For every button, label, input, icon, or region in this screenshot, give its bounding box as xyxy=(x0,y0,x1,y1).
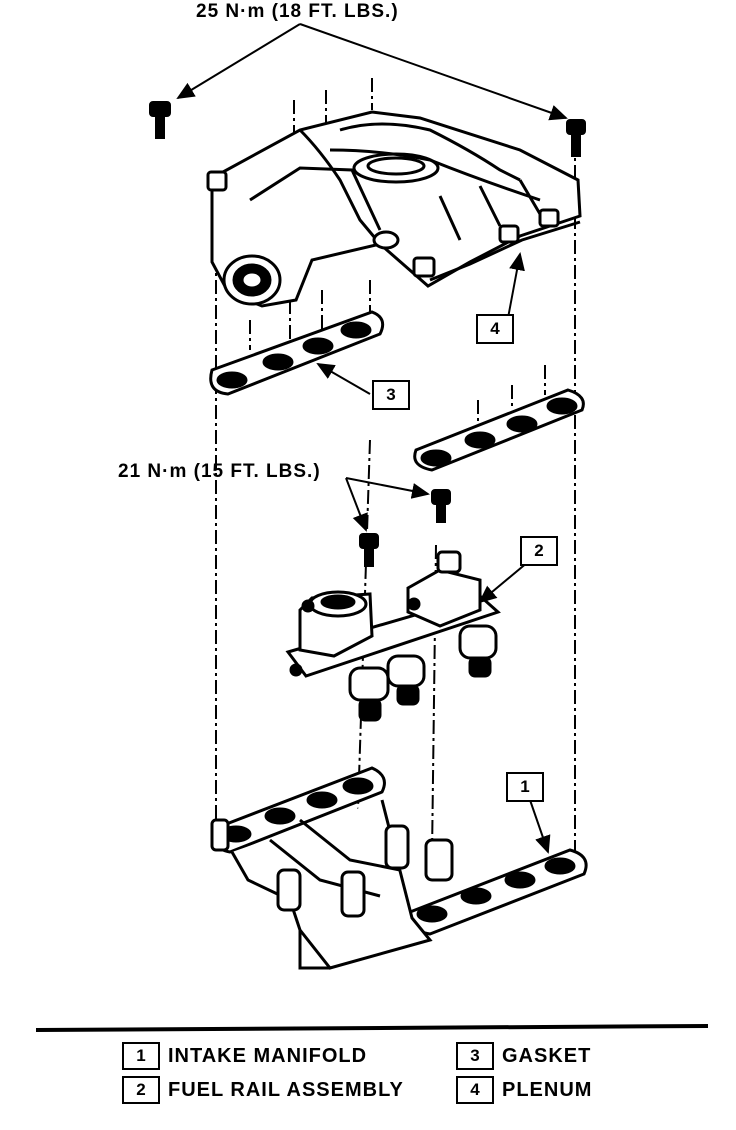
intake-manifold-drawing xyxy=(210,766,588,970)
torque-label-middle: 21 N·m (15 FT. LBS.) xyxy=(118,461,321,482)
top-bolts xyxy=(149,101,586,157)
fuel-rail-bolts xyxy=(359,489,451,567)
legend-number: 4 xyxy=(456,1076,494,1104)
fuel-injectors xyxy=(348,624,498,722)
legend-label: GASKET xyxy=(502,1044,592,1067)
plenum-drawing xyxy=(206,110,582,308)
torque-arrows-middle xyxy=(345,477,430,532)
legend-item: 4 PLENUM xyxy=(456,1076,592,1104)
torque-arrows-top xyxy=(176,23,568,121)
legend-label: PLENUM xyxy=(502,1078,593,1101)
gasket-left xyxy=(209,310,385,396)
legend-item: 3 GASKET xyxy=(456,1042,591,1070)
legend-rule xyxy=(35,1024,709,1032)
callout-leaders xyxy=(316,252,551,854)
callout-1: 1 xyxy=(506,772,544,802)
legend-item: 1 INTAKE MANIFOLD xyxy=(122,1042,367,1070)
gasket-right xyxy=(413,388,585,472)
callout-3: 3 xyxy=(372,380,410,410)
legend-item: 2 FUEL RAIL ASSEMBLY xyxy=(122,1076,404,1104)
legend-number: 1 xyxy=(122,1042,160,1070)
callout-2: 2 xyxy=(520,536,558,566)
legend-label: FUEL RAIL ASSEMBLY xyxy=(168,1078,404,1101)
torque-label-top: 25 N·m (18 FT. LBS.) xyxy=(196,1,399,22)
legend-label: INTAKE MANIFOLD xyxy=(168,1044,368,1067)
callout-4: 4 xyxy=(476,314,514,344)
fuel-rail-drawing xyxy=(285,550,501,722)
legend-number: 2 xyxy=(122,1076,160,1104)
legend-number: 3 xyxy=(456,1042,494,1070)
